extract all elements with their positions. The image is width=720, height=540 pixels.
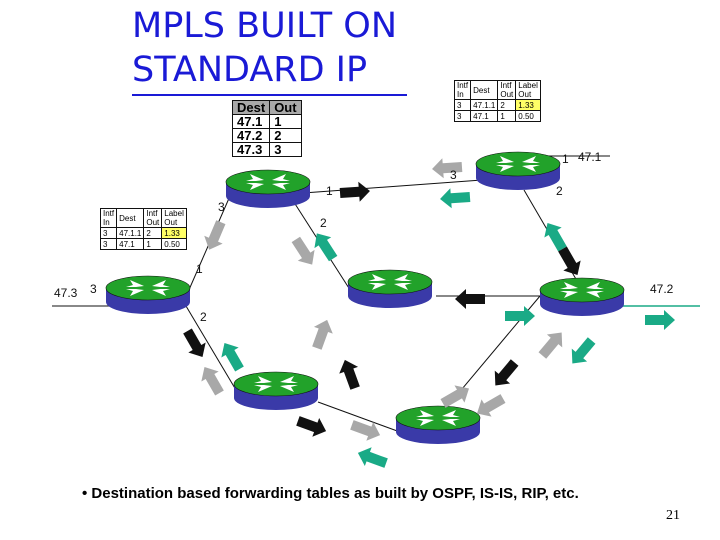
caption: • Destination based forwarding tables as… <box>82 485 579 502</box>
table-cell: 47.1 <box>470 110 499 122</box>
table-cell: 47.1 <box>116 238 145 250</box>
router-top-right <box>475 151 561 191</box>
table-cell: 47.1.1 <box>470 99 499 111</box>
table-cell: 0.50 <box>515 110 541 122</box>
router-bottom-left <box>233 371 319 411</box>
arrow-grey-6 <box>307 316 337 352</box>
slide-title: MPLS BUILT ON STANDARD IP <box>132 4 407 96</box>
header-cell: Dest <box>470 80 499 100</box>
router-bottom-right <box>395 405 481 445</box>
dest-header: Dest <box>231 100 271 115</box>
page-number: 21 <box>666 508 680 523</box>
arrow-black-7 <box>294 411 330 441</box>
arrow-teal-5 <box>645 310 675 330</box>
out-cell: 2 <box>269 128 302 143</box>
arrow-teal-4 <box>505 306 535 326</box>
table-cell: 3 <box>99 238 118 250</box>
arrow-black-6 <box>335 356 365 392</box>
port-label: 1 <box>326 184 333 198</box>
table-cell: 3 <box>453 110 472 122</box>
arrow-black-3 <box>455 289 485 309</box>
arrow-grey-5 <box>195 362 229 398</box>
port-label: 3 <box>450 168 457 182</box>
arrow-black-1 <box>339 180 371 204</box>
table-cell: 47.1.1 <box>116 227 145 239</box>
arrow-grey-2 <box>287 233 321 271</box>
network-label: 47.1 <box>578 150 602 164</box>
table-cell: 0.50 <box>161 238 187 250</box>
table-cell: 2 <box>143 227 163 239</box>
out-cell: 1 <box>269 114 302 129</box>
port-label: 2 <box>320 216 327 230</box>
table-cell: 1 <box>497 110 517 122</box>
router-center <box>347 269 433 309</box>
port-label: 1 <box>562 152 569 166</box>
arrow-teal-8 <box>354 443 390 473</box>
arrow-teal-1 <box>439 186 471 210</box>
table-cell: 3 <box>99 227 118 239</box>
label-cell-highlighted: 1.33 <box>161 227 187 239</box>
header-cell: Dest <box>116 208 145 228</box>
router-top-left <box>225 169 311 209</box>
port-label: 1 <box>196 262 203 276</box>
arrow-black-5 <box>178 326 212 362</box>
out-header: Out <box>269 100 302 115</box>
port-label: 3 <box>90 282 97 296</box>
router-left <box>105 275 191 315</box>
table-cell: 2 <box>497 99 517 111</box>
port-label: 2 <box>200 310 207 324</box>
port-label: 2 <box>556 184 563 198</box>
title-underline <box>132 94 407 96</box>
network-label: 47.3 <box>54 286 78 300</box>
label-cell-highlighted: 1.33 <box>515 99 541 111</box>
router-right <box>539 277 625 317</box>
out-cell: 3 <box>269 142 302 157</box>
arrow-grey-1 <box>431 156 463 180</box>
arrow-teal-7 <box>215 338 249 374</box>
network-label: 47.2 <box>650 282 674 296</box>
arrow-black-4 <box>487 356 523 392</box>
title-line-2: STANDARD IP <box>132 50 368 90</box>
arrow-grey-4 <box>534 326 570 362</box>
arrow-teal-6 <box>564 334 600 370</box>
dest-cell: 47.3 <box>231 142 271 157</box>
dest-cell: 47.2 <box>231 128 271 143</box>
dest-cell: 47.1 <box>231 114 271 129</box>
table-cell: 1 <box>143 238 163 250</box>
table-cell: 3 <box>453 99 472 111</box>
arrow-grey-3 <box>199 218 231 254</box>
title-line-1: MPLS BUILT ON <box>132 6 398 46</box>
port-label: 3 <box>218 200 225 214</box>
